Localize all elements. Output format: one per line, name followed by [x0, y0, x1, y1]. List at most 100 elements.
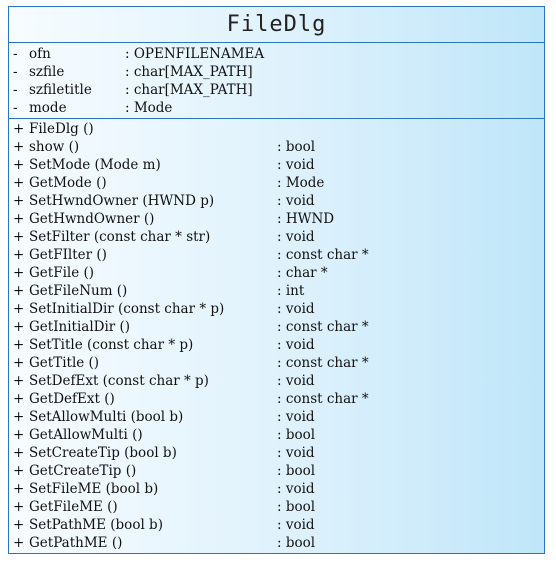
member-type: : char[MAX_PATH]: [125, 82, 253, 98]
member-type: : const char *: [277, 247, 369, 263]
member-name: SetFilter (const char * str): [29, 229, 211, 245]
member-type: : char *: [277, 265, 328, 281]
member-name: GetAllowMulti (): [29, 427, 143, 443]
visibility-marker: +: [13, 193, 25, 209]
visibility-marker: +: [13, 265, 25, 281]
member-type: : void: [277, 337, 315, 353]
member-name: SetPathME (bool b): [29, 517, 163, 533]
operation-row: +SetHwndOwner (HWND p): void: [9, 192, 544, 210]
visibility-marker: +: [13, 139, 25, 155]
member-name: GetCreateTip (): [29, 463, 137, 479]
member-type: : void: [277, 301, 315, 317]
operation-row: +SetDefExt (const char * p) : void: [9, 372, 544, 390]
member-type: : void: [277, 409, 315, 425]
operation-row: +SetCreateTip (bool b) : void: [9, 444, 544, 462]
member-name: ofn: [29, 46, 51, 62]
operation-row: +GetDefExt (): const char *: [9, 390, 544, 408]
operation-row: +SetTitle (const char * p) : void: [9, 336, 544, 354]
visibility-marker: -: [13, 64, 18, 80]
visibility-marker: +: [13, 373, 25, 389]
visibility-marker: +: [13, 283, 25, 299]
operation-row: +SetFileME (bool b) : void: [9, 480, 544, 498]
operation-row: +FileDlg (): [9, 120, 544, 138]
member-type: : bool: [277, 139, 316, 155]
attribute-row: -szfile : char[MAX_PATH]: [9, 63, 544, 81]
member-type: : void: [277, 373, 315, 389]
member-type: : bool: [277, 463, 316, 479]
member-name: SetTitle (const char * p): [29, 337, 194, 353]
operation-row: +GetFile (): char *: [9, 264, 544, 282]
member-name: GetFileME (): [29, 499, 118, 515]
visibility-marker: +: [13, 175, 25, 191]
member-type: : void: [277, 445, 315, 461]
visibility-marker: +: [13, 409, 25, 425]
member-type: : bool: [277, 499, 316, 515]
member-type: : bool: [277, 427, 316, 443]
visibility-marker: +: [13, 517, 25, 533]
member-type: : int: [277, 283, 305, 299]
operation-row: +show () : bool: [9, 138, 544, 156]
member-type: : Mode: [125, 100, 173, 116]
member-type: : const char *: [277, 319, 369, 335]
member-name: GetMode (): [29, 175, 107, 191]
visibility-marker: +: [13, 247, 25, 263]
member-name: SetCreateTip (bool b): [29, 445, 177, 461]
member-name: SetMode (Mode m): [29, 157, 161, 173]
visibility-marker: -: [13, 82, 18, 98]
member-name: SetFileME (bool b): [29, 481, 159, 497]
member-name: show (): [29, 139, 80, 155]
member-type: : char[MAX_PATH]: [125, 64, 253, 80]
member-name: GetHwndOwner (): [29, 211, 155, 227]
member-name: SetHwndOwner (HWND p): [29, 193, 215, 209]
member-type: : bool: [277, 535, 316, 551]
operation-row: +GetFileME () : bool: [9, 498, 544, 516]
operations-compartment: +FileDlg ()+show (): bool+SetMode (Mode …: [9, 119, 544, 552]
operation-row: +GetFileNum () : int: [9, 282, 544, 300]
visibility-marker: +: [13, 121, 25, 137]
visibility-marker: +: [13, 337, 25, 353]
visibility-marker: +: [13, 463, 25, 479]
member-name: szfile: [29, 64, 65, 80]
attribute-row: -ofn: OPENFILENAMEA: [9, 45, 544, 63]
operation-row: +GetCreateTip () : bool: [9, 462, 544, 480]
visibility-marker: +: [13, 355, 25, 371]
visibility-marker: +: [13, 445, 25, 461]
operation-row: +GetFIlter (): const char *: [9, 246, 544, 264]
member-name: GetTitle (): [29, 355, 100, 371]
attributes-compartment: -ofn: OPENFILENAMEA-szfile: char[MAX_PAT…: [9, 43, 544, 118]
member-type: : void: [277, 229, 315, 245]
visibility-marker: +: [13, 157, 25, 173]
uml-class-box[interactable]: FileDlg -ofn: OPENFILENAMEA-szfile: char…: [8, 6, 545, 554]
member-type: : void: [277, 517, 315, 533]
visibility-marker: +: [13, 535, 25, 551]
member-name: SetDefExt (const char * p): [29, 373, 209, 389]
visibility-marker: -: [13, 100, 18, 116]
visibility-marker: +: [13, 427, 25, 443]
visibility-marker: +: [13, 481, 25, 497]
member-name: SetAllowMulti (bool b): [29, 409, 184, 425]
visibility-marker: +: [13, 499, 25, 515]
operation-row: +SetFilter (const char * str) : void: [9, 228, 544, 246]
operation-row: +GetAllowMulti () : bool: [9, 426, 544, 444]
member-name: GetFileNum (): [29, 283, 128, 299]
visibility-marker: +: [13, 319, 25, 335]
member-name: GetDefExt (): [29, 391, 115, 407]
member-type: : const char *: [277, 391, 369, 407]
visibility-marker: +: [13, 211, 25, 227]
operation-row: +SetInitialDir (const char * p): void: [9, 300, 544, 318]
visibility-marker: +: [13, 229, 25, 245]
member-type: : OPENFILENAMEA: [125, 46, 265, 62]
operation-row: +GetMode (): Mode: [9, 174, 544, 192]
operation-row: +SetMode (Mode m) : void: [9, 156, 544, 174]
member-type: : void: [277, 157, 315, 173]
operation-row: +SetPathME (bool b) : void: [9, 516, 544, 534]
operation-row: +GetHwndOwner () : HWND: [9, 210, 544, 228]
operation-row: +SetAllowMulti (bool b) : void: [9, 408, 544, 426]
member-name: mode: [29, 100, 67, 116]
operation-row: +GetTitle (): const char *: [9, 354, 544, 372]
member-type: : HWND: [277, 211, 335, 227]
operation-row: +GetInitialDir (): const char *: [9, 318, 544, 336]
visibility-marker: +: [13, 301, 25, 317]
attribute-row: -mode : Mode: [9, 99, 544, 117]
member-type: : void: [277, 481, 315, 497]
